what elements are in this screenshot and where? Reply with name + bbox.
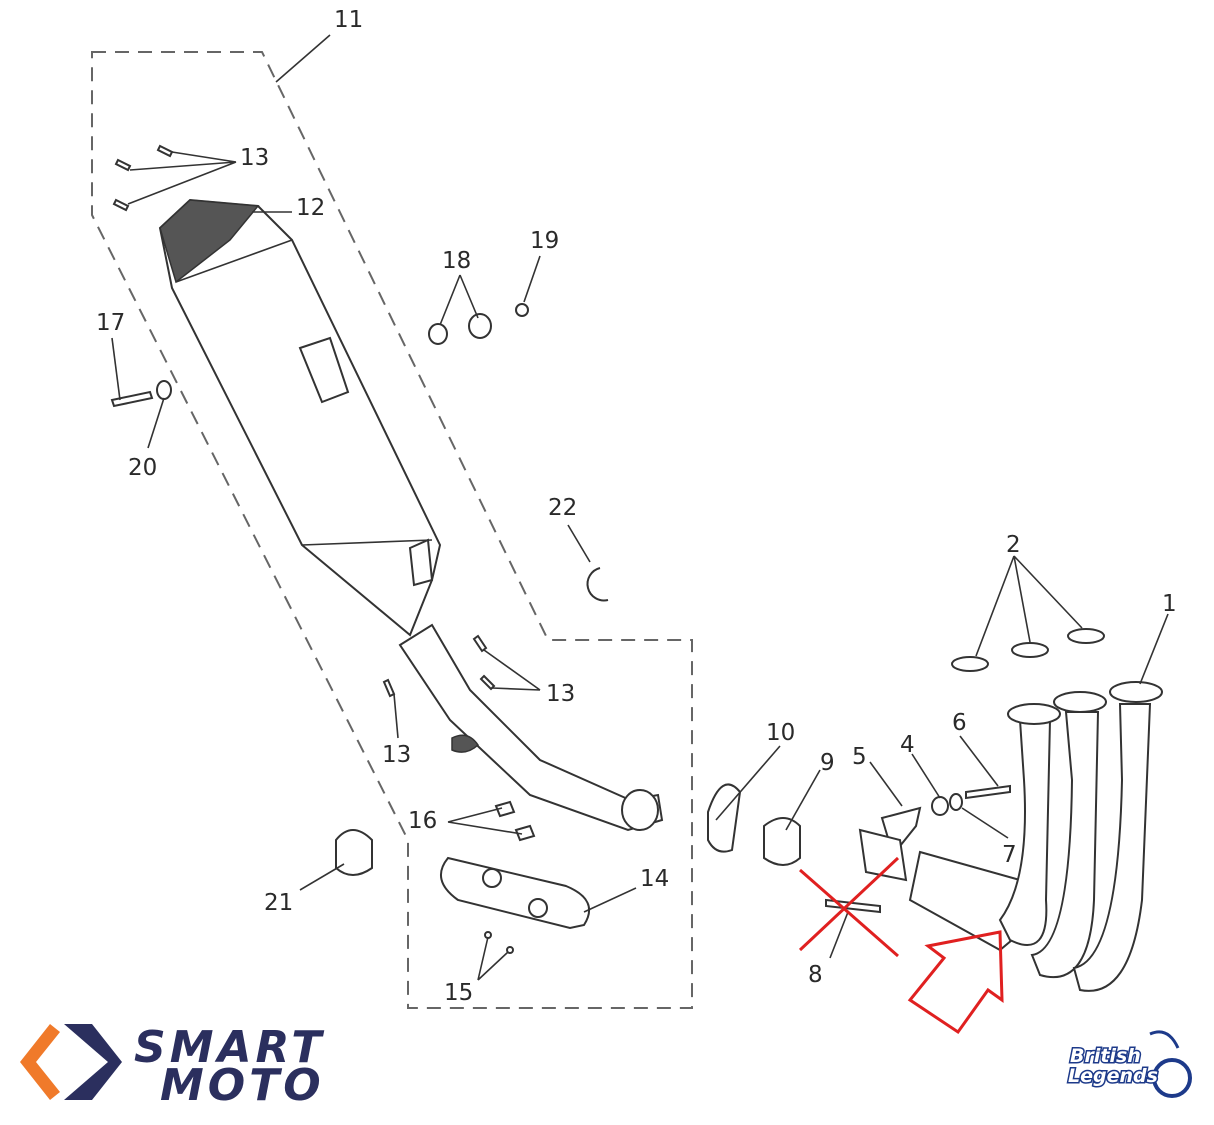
red-cross-icon bbox=[798, 856, 900, 958]
callout-11: 11 bbox=[334, 7, 363, 33]
callout-17: 17 bbox=[96, 310, 125, 336]
callout-18: 18 bbox=[442, 248, 471, 274]
assembly-boundary bbox=[91, 51, 693, 1009]
smartmoto-word-2: MOTO bbox=[160, 1060, 325, 1111]
british-legends-logo: British Legends bbox=[1067, 1030, 1192, 1098]
leader-lines bbox=[111, 34, 1169, 981]
callout-7: 7 bbox=[1002, 842, 1017, 868]
callout-12: 12 bbox=[296, 195, 325, 221]
callout-13-right: 13 bbox=[546, 681, 575, 707]
callout-13-lower: 13 bbox=[382, 742, 411, 768]
silencer-part bbox=[158, 198, 442, 637]
smartmoto-logo: SMART MOTO bbox=[20, 1022, 325, 1111]
callout-1: 1 bbox=[1162, 591, 1177, 617]
callout-21: 21 bbox=[264, 890, 293, 916]
callout-4: 4 bbox=[900, 732, 915, 758]
header-assembly-part bbox=[858, 628, 1163, 992]
callout-10: 10 bbox=[766, 720, 795, 746]
link-pipe-part bbox=[398, 623, 664, 832]
callout-5: 5 bbox=[852, 744, 867, 770]
callout-20: 20 bbox=[128, 455, 157, 481]
callout-19: 19 bbox=[530, 228, 559, 254]
callout-22: 22 bbox=[548, 495, 577, 521]
callout-16: 16 bbox=[408, 808, 437, 834]
callout-13-top: 13 bbox=[240, 145, 269, 171]
british-word: British bbox=[1070, 1045, 1141, 1067]
heat-shield-part bbox=[439, 856, 590, 930]
callout-14: 14 bbox=[640, 866, 669, 892]
smartmoto-word-1: SMART bbox=[134, 1022, 325, 1073]
callout-2: 2 bbox=[1006, 532, 1021, 558]
callout-9: 9 bbox=[820, 750, 835, 776]
callout-8: 8 bbox=[808, 962, 823, 988]
red-arrow-icon bbox=[907, 930, 1004, 1035]
callout-15: 15 bbox=[444, 980, 473, 1006]
callout-6: 6 bbox=[952, 710, 967, 736]
legends-word: Legends bbox=[1068, 1065, 1158, 1087]
hardware-parts bbox=[110, 144, 1011, 954]
